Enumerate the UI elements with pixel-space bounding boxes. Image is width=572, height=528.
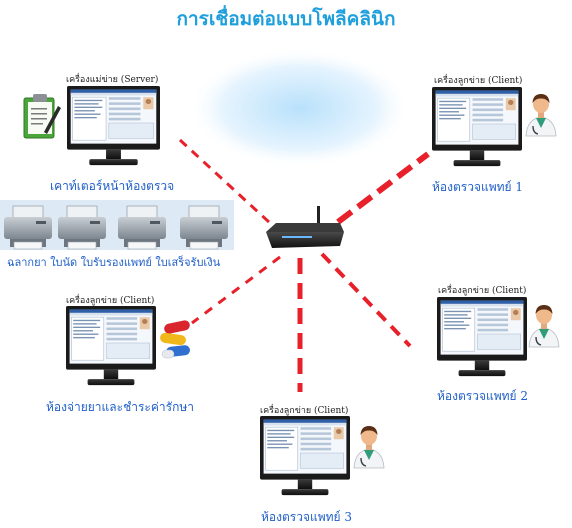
server-room-label: เคาท์เตอร์หน้าห้องตรวจ [50,179,175,193]
diagram-title: การเชื่อมต่อแบบโพลีคลินิก [176,8,396,30]
client-1-label: เครื่องลูกข่าย (Client) [434,76,523,86]
doctor-icon [525,93,557,137]
link-client-2 [320,252,412,348]
monitor-icon-client-2 [436,296,528,377]
client-3-room-label: ห้องตรวจแพทย์ 3 [261,510,353,524]
pharmacy-room-label: ห้องจ่ายยาและชำระค่ารักษา [46,400,194,414]
link-client-1 [336,151,430,225]
pills-icon [160,320,190,359]
pharmacy-label: เครื่องลูกข่าย (Client) [66,296,155,306]
doctor-icon [528,304,560,348]
client-2-room-label: ห้องตรวจแพทย์ 2 [437,389,529,403]
link-server [178,138,272,225]
monitor-icon-pharmacy [65,305,157,386]
printer-caption: ฉลากยา ใบนัด ใบรับรองแพทย์ ใบเสร็จรับเงิ… [7,256,221,269]
printer-panel [0,200,234,250]
link-pharmacy [191,255,281,325]
monitor-icon-server [66,85,161,166]
monitor-icon-client-1 [431,86,523,167]
server-label: เครื่องแม่ข่าย (Server) [66,75,159,85]
doctor-icon [353,425,385,469]
clipboard-icon [23,94,61,139]
router [266,206,344,248]
client-2-label: เครื่องลูกข่าย (Client) [438,286,527,296]
monitor-icon-client-3 [259,415,351,496]
background-glow [188,48,412,168]
network-links [178,138,430,392]
router-antenna [317,206,320,232]
client-3-label: เครื่องลูกข่าย (Client) [260,406,349,416]
client-1-room-label: ห้องตรวจแพทย์ 1 [432,180,524,194]
